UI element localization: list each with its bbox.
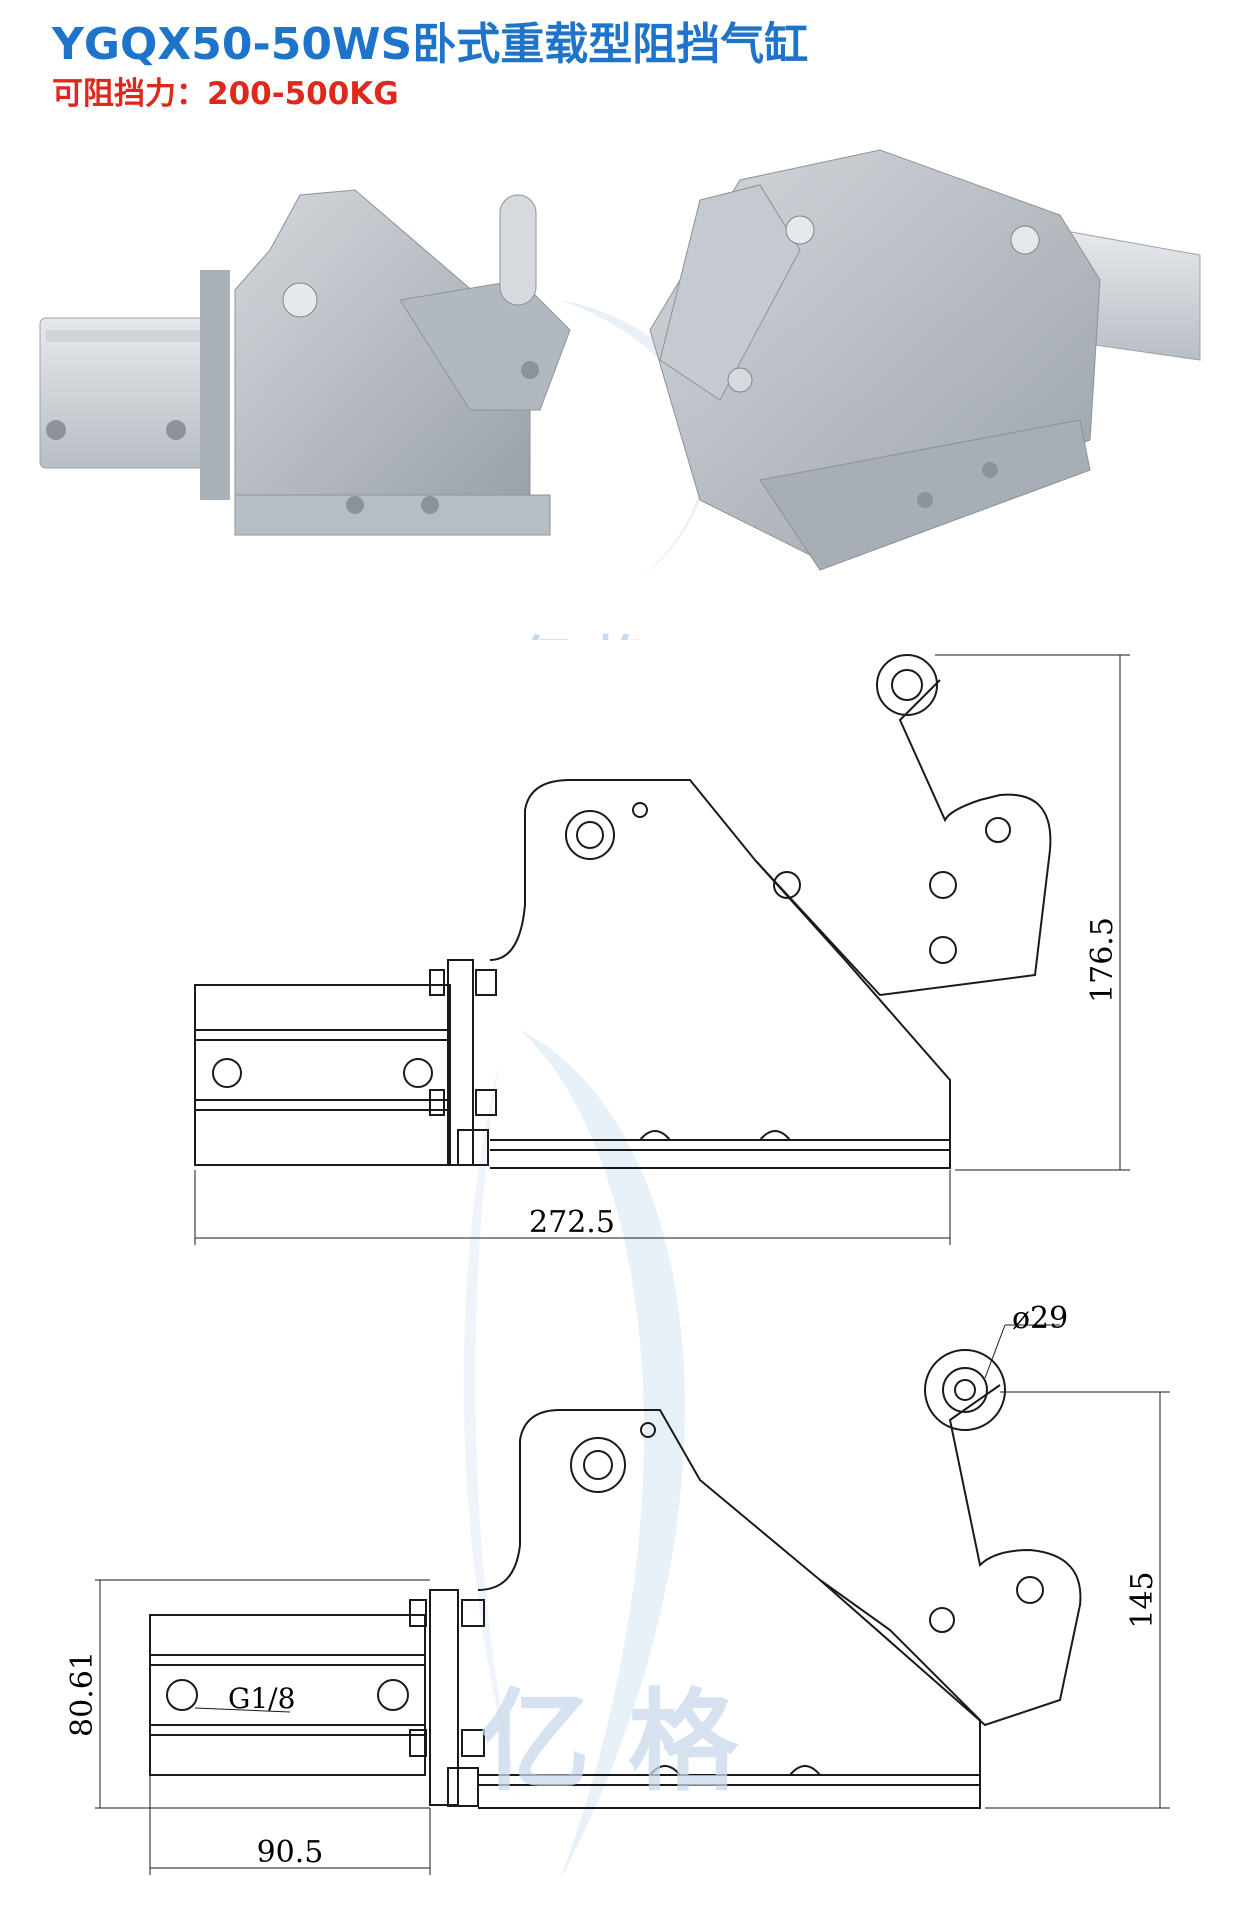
watermark-brand-bottom: 亿 格: [480, 1678, 739, 1806]
dim-side-bottom: 80.61: [65, 1651, 100, 1737]
product-photo-side: [39, 189, 571, 536]
watermark-brand-top: 亿 格: [520, 630, 648, 640]
dim-height-bottom: 145: [1125, 1571, 1160, 1628]
dim-width-bottom: 90.5: [257, 1835, 324, 1870]
dim-height-top: 176.5: [1085, 917, 1120, 1003]
drawing-top-view: [194, 654, 1130, 1245]
page-title: YGQX50-50WS卧式重载型阻挡气缸: [52, 19, 809, 70]
port-label: G1/8: [228, 1682, 295, 1715]
dim-length-top: 272.5: [529, 1205, 615, 1240]
dim-roller-diameter: ø29: [1012, 1301, 1068, 1336]
drawing-bottom-view: [95, 1324, 1170, 1875]
product-photo-angled: [649, 149, 1201, 571]
blocking-force-subtitle: 可阻挡力：200-500KG: [52, 76, 399, 112]
product-photos: 亿 格: [39, 149, 1201, 640]
technical-drawings: 176.5 272.5: [65, 654, 1170, 1880]
